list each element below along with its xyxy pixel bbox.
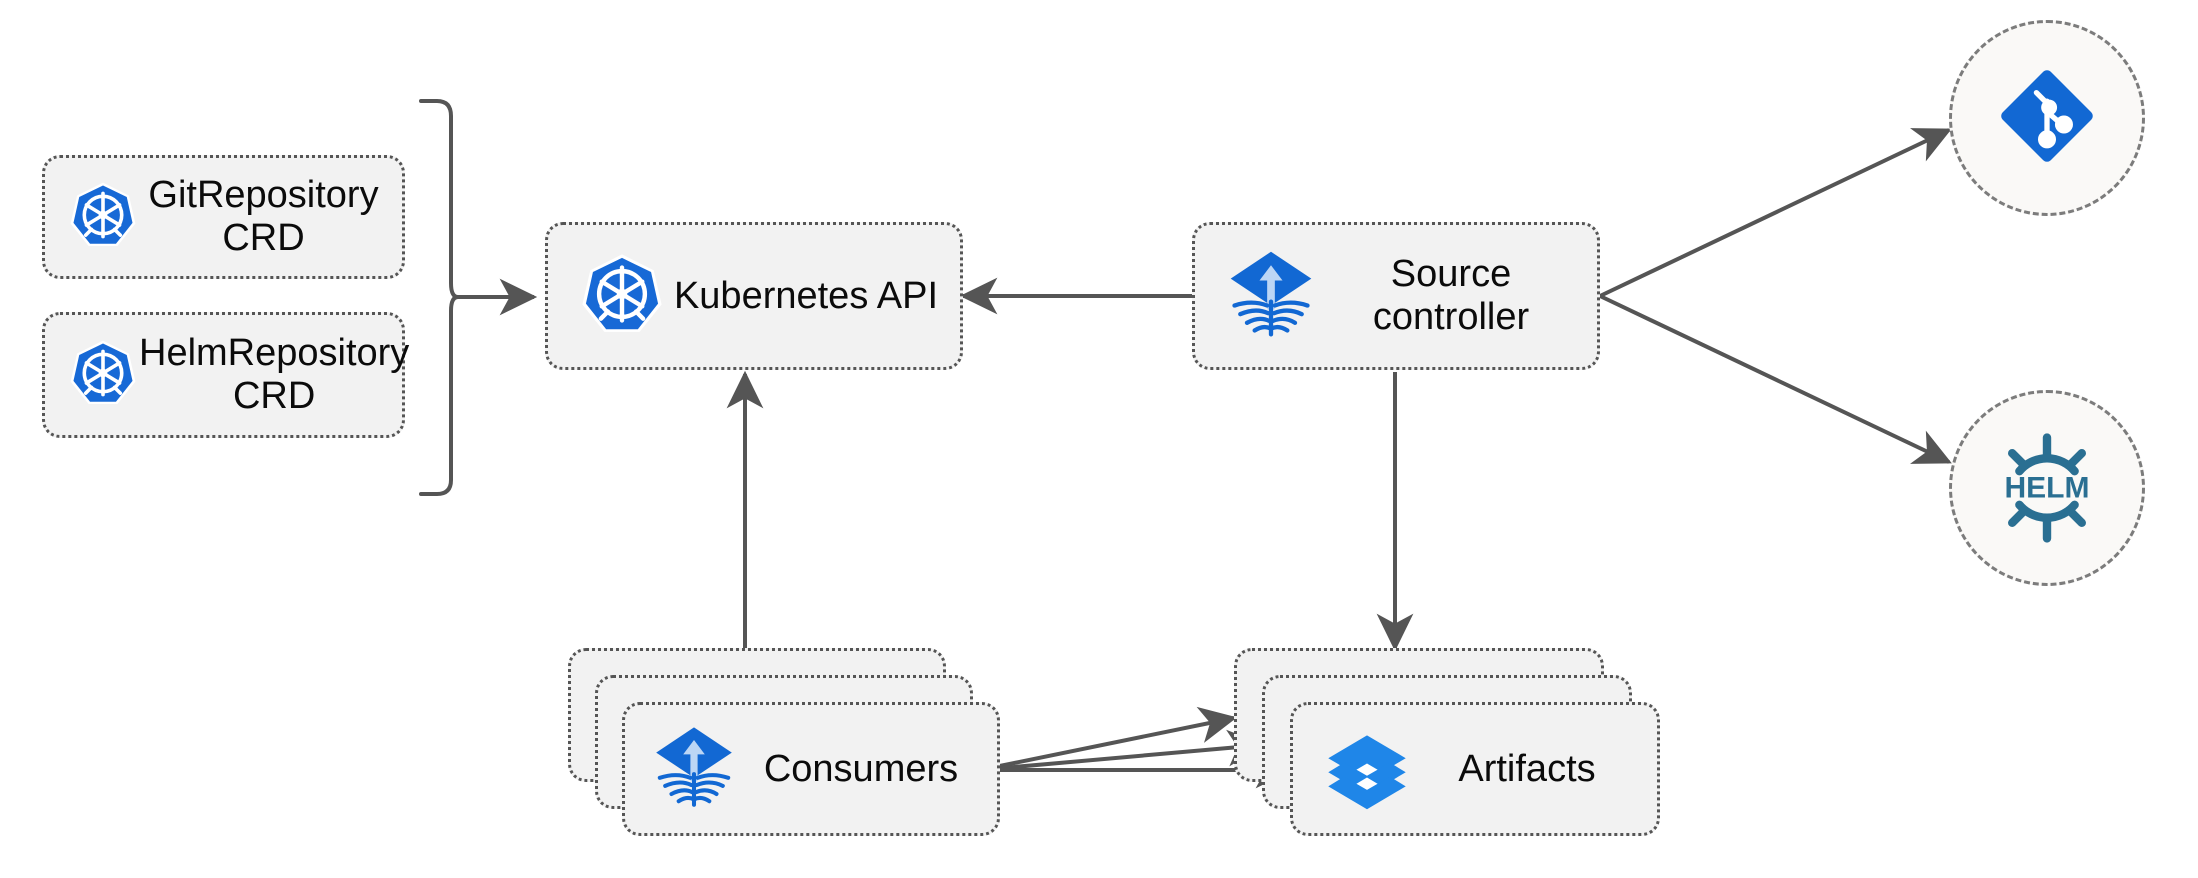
edge-consumers-to-artifacts-2 (979, 729, 1266, 772)
node-helm-repository-crd[interactable]: HelmRepository CRD (42, 312, 409, 438)
node-git-repository-crd[interactable]: GitRepository CRD (42, 155, 405, 279)
helm-icon: HELM (1987, 428, 2107, 548)
flux-icon (1223, 246, 1319, 347)
node-label-source-controller: Source controller (1372, 253, 1530, 338)
flux-icon (649, 722, 739, 817)
node-kubernetes-api[interactable]: Kubernetes API (545, 222, 963, 370)
node-label-git-repository-crd: GitRepository CRD (148, 174, 379, 259)
node-label-helm-repository-crd: HelmRepository CRD (139, 332, 410, 417)
node-artifacts[interactable]: Artifacts (1290, 702, 1660, 836)
git-icon (1994, 63, 2100, 174)
edge-source-controller-to-git (1599, 128, 1952, 298)
helm-wordmark: HELM (2005, 472, 2090, 505)
node-helm-provider[interactable]: HELM (1949, 390, 2145, 586)
node-label-artifacts: Artifacts (1458, 747, 1596, 790)
node-git-provider[interactable] (1949, 20, 2145, 216)
layers-icon (1323, 723, 1411, 816)
node-label-consumers: Consumers (763, 747, 959, 790)
edge-consumers-to-artifacts-1 (979, 706, 1238, 772)
kubernetes-icon (578, 250, 666, 343)
edge-source-controller-to-helm (1599, 294, 1952, 464)
crd-bracket (419, 99, 459, 496)
kubernetes-icon (67, 337, 139, 414)
node-consumers[interactable]: Consumers (622, 702, 1000, 836)
kubernetes-icon (67, 179, 139, 256)
node-source-controller[interactable]: Source controller (1192, 222, 1600, 370)
node-label-kubernetes-api: Kubernetes API (673, 274, 939, 317)
